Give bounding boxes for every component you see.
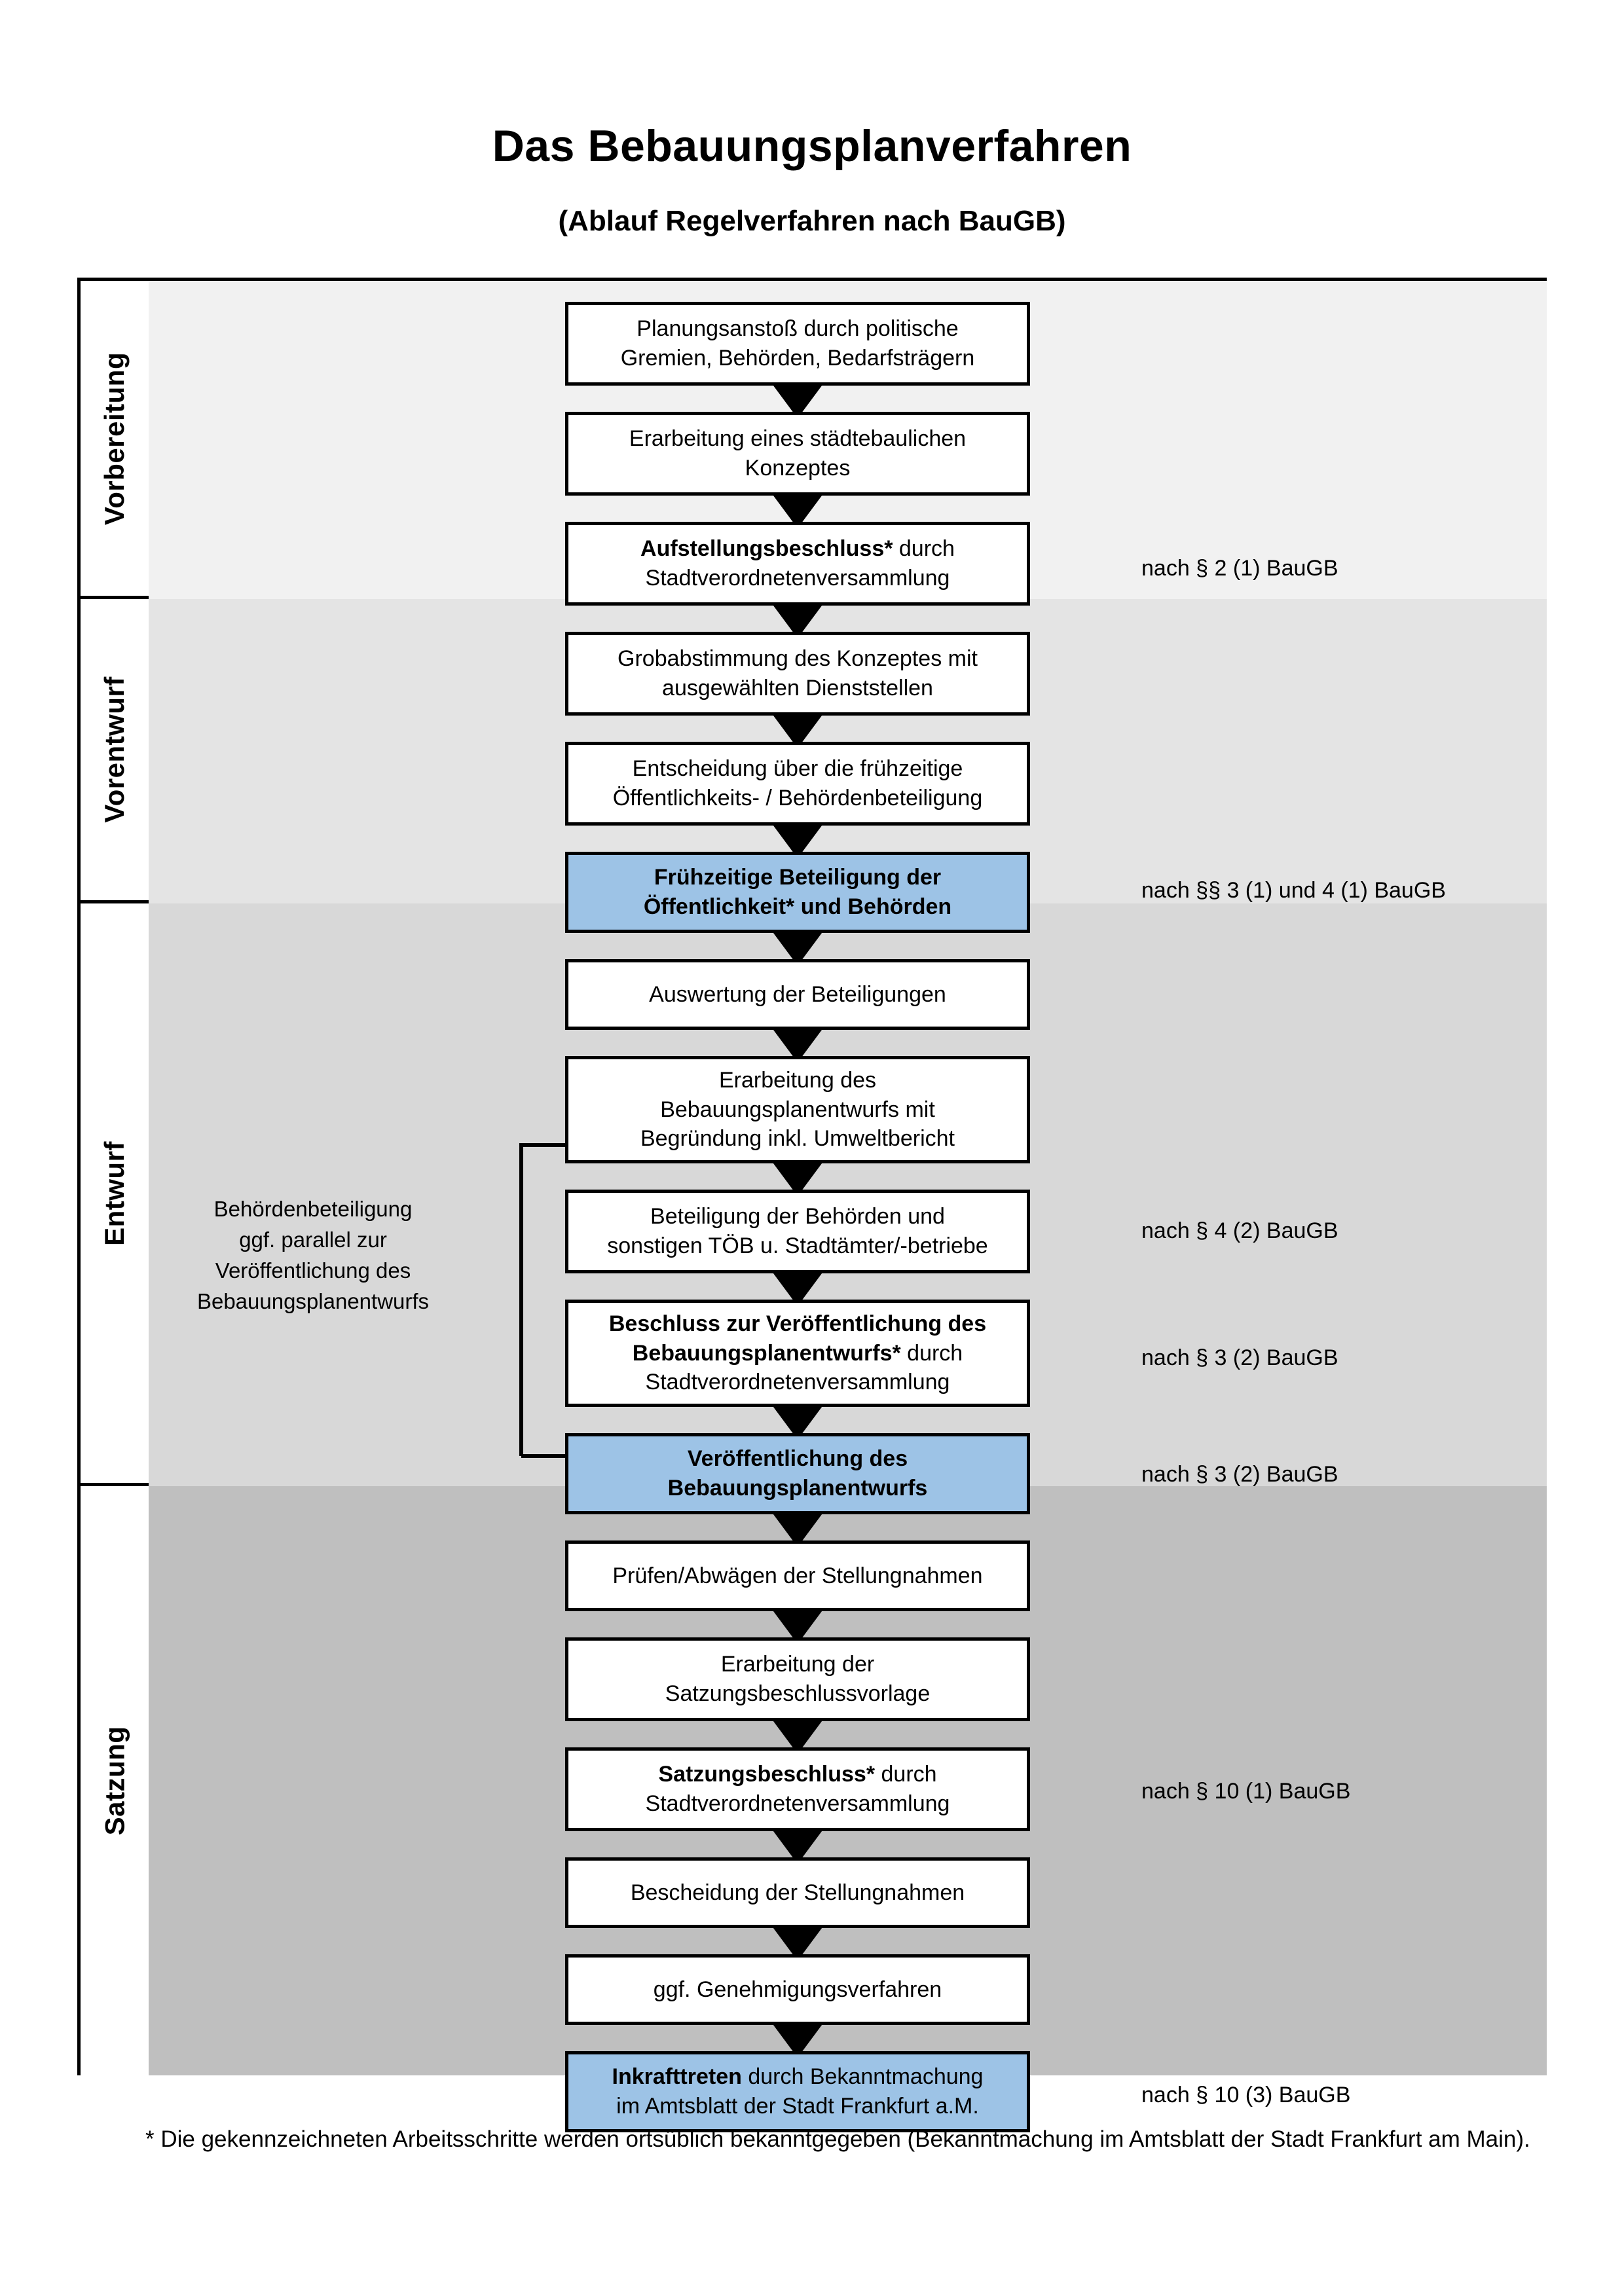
process-box-entscheidung-fruehzeitige[interactable]: Entscheidung über die frühzeitige Öffent… <box>565 742 1030 826</box>
step-11-line-1: Veröffentlichung des <box>687 1446 908 1472</box>
side-note-line-4: Bebauungsplanentwurfs <box>196 1288 430 1313</box>
side-note-line-3: Veröffentlichung des <box>215 1258 411 1283</box>
step-15-line-1: Bescheidung der Stellungnahmen <box>630 1880 965 1905</box>
step-4-line-1: Grobabstimmung des Konzeptes mit <box>618 646 978 672</box>
step-1-line-1: Planungsanstoß durch politische <box>637 316 959 342</box>
process-box-grobabstimmung[interactable]: Grobabstimmung des Konzeptes mit ausgewä… <box>565 632 1030 716</box>
header: Das Bebauungsplanverfahren (Ablauf Regel… <box>0 122 1624 238</box>
step-14-line-1-rest: durch <box>875 1762 937 1787</box>
phase-cell-satzung: Satzung <box>81 1486 149 2075</box>
step-5-line-1: Entscheidung über die frühzeitige <box>632 756 963 782</box>
step-17-line-1-rest: durch Bekanntmachung <box>741 2064 984 2090</box>
phase-label-column: Vorbereitung Vorentwurf Entwurf Satzung <box>81 281 149 2075</box>
step-1-line-2: Gremien, Behörden, Bedarfsträgern <box>620 346 975 371</box>
step-11-line-2: Bebauungsplanentwurfs <box>667 1476 928 1501</box>
legal-ref-3: nach § 4 (2) BauGB <box>1141 1218 1338 1243</box>
step-6-line-2: Öffentlichkeit* und Behörden <box>643 894 952 919</box>
process-box-beteiligung-behoerden-toeb[interactable]: Beteiligung der Behörden und sonstigen T… <box>565 1190 1030 1273</box>
step-17-bold: Inkrafttreten <box>612 2064 742 2090</box>
process-box-genehmigungsverfahren[interactable]: ggf. Genehmigungsverfahren <box>565 1954 1030 2025</box>
side-note-behoerdenbeteiligung: Behördenbeteiligung ggf. parallel zur Ve… <box>172 1194 454 1317</box>
step-5-line-2: Öffentlichkeits- / Behördenbeteiligung <box>612 786 983 811</box>
process-box-aufstellungsbeschluss[interactable]: Aufstellungsbeschluss* durch Stadtverord… <box>565 522 1030 606</box>
phase-label-satzung: Satzung <box>99 1726 130 1836</box>
process-box-staedtebauliches-konzept[interactable]: Erarbeitung eines städtebaulichen Konzep… <box>565 412 1030 496</box>
legal-ref-1: nach § 2 (1) BauGB <box>1141 556 1338 581</box>
step-8-line-2: Bebauungsplanentwurfs mit <box>660 1097 935 1122</box>
step-9-line-1: Beteiligung der Behörden und <box>650 1204 945 1230</box>
legal-ref-7: nach § 10 (3) BauGB <box>1141 2083 1351 2107</box>
side-note-line-1: Behördenbeteiligung <box>213 1197 413 1221</box>
step-10-line-2-rest: durch <box>900 1340 963 1366</box>
side-note-line-2: ggf. parallel zur <box>239 1227 387 1252</box>
process-box-inkrafttreten[interactable]: Inkrafttreten durch Bekanntmachung im Am… <box>565 2051 1030 2132</box>
step-8-line-1: Erarbeitung des <box>718 1067 877 1093</box>
flowchart-frame: Vorbereitung Vorentwurf Entwurf Satzung … <box>77 278 1547 2132</box>
page-subtitle: (Ablauf Regelverfahren nach BauGB) <box>558 204 1066 237</box>
legal-ref-2: nach §§ 3 (1) und 4 (1) BauGB <box>1141 878 1446 903</box>
phase-label-entwurf: Entwurf <box>99 1140 130 1246</box>
step-3-bold: Aufstellungsbeschluss* <box>640 536 893 562</box>
process-box-satzungsbeschluss[interactable]: Satzungsbeschluss* durch Stadtverordnete… <box>565 1747 1030 1831</box>
process-box-veroeffentlichung-entwurf[interactable]: Veröffentlichung des Bebauungsplanentwur… <box>565 1433 1030 1514</box>
step-17-line-2: im Amtsblatt der Stadt Frankfurt a.M. <box>616 2094 979 2119</box>
phase-cell-vorbereitung: Vorbereitung <box>81 281 149 599</box>
step-4-line-2: ausgewählten Dienststellen <box>662 676 933 701</box>
process-box-beschluss-veroeffentlichung[interactable]: Beschluss zur Veröffentlichung des Bebau… <box>565 1300 1030 1407</box>
step-14-bold: Satzungsbeschluss* <box>658 1762 876 1787</box>
legal-ref-6: nach § 10 (1) BauGB <box>1141 1779 1351 1804</box>
step-8-line-3: Begründung inkl. Umweltbericht <box>640 1126 955 1152</box>
step-16-line-1: ggf. Genehmigungsverfahren <box>653 1977 942 2002</box>
phase-cell-entwurf: Entwurf <box>81 903 149 1486</box>
phase-label-vorentwurf: Vorentwurf <box>99 676 130 823</box>
step-12-line-1: Prüfen/Abwägen der Stellungnahmen <box>612 1563 983 1588</box>
step-10-line-2-bold: Bebauungsplanentwurfs* <box>632 1340 901 1366</box>
process-box-bescheidung-stellungnahmen[interactable]: Bescheidung der Stellungnahmen <box>565 1857 1030 1928</box>
step-2-line-1: Erarbeitung eines städtebaulichen <box>629 426 967 452</box>
phase-cell-vorentwurf: Vorentwurf <box>81 599 149 903</box>
step-10-line-1: Beschluss zur Veröffentlichung des <box>608 1311 987 1336</box>
process-box-planungsanstoss[interactable]: Planungsanstoß durch politische Gremien,… <box>565 302 1030 386</box>
page-title: Das Bebauungsplanverfahren <box>492 121 1132 171</box>
step-14-line-2: Stadtverordnetenversammlung <box>645 1791 950 1816</box>
legal-ref-5: nach § 3 (2) BauGB <box>1141 1462 1338 1487</box>
phase-label-vorbereitung: Vorbereitung <box>99 352 130 525</box>
process-box-erarbeitung-bebauungsplanentwurf[interactable]: Erarbeitung des Bebauungsplanentwurfs mi… <box>565 1056 1030 1163</box>
step-13-line-2: Satzungsbeschlussvorlage <box>665 1681 931 1706</box>
legal-ref-4: nach § 3 (2) BauGB <box>1141 1345 1338 1370</box>
step-6-line-1: Frühzeitige Beteiligung der <box>654 865 942 890</box>
step-7-line-1: Auswertung der Beteiligungen <box>649 981 946 1007</box>
process-box-fruehzeitige-beteiligung[interactable]: Frühzeitige Beteiligung der Öffentlichke… <box>565 852 1030 933</box>
step-9-line-2: sonstigen TÖB u. Stadtämter/-betriebe <box>607 1233 988 1258</box>
step-3-line-2: Stadtverordnetenversammlung <box>645 566 950 591</box>
step-10-line-3: Stadtverordnetenversammlung <box>645 1370 950 1395</box>
process-box-auswertung-beteiligungen[interactable]: Auswertung der Beteiligungen <box>565 959 1030 1030</box>
step-2-line-2: Konzeptes <box>745 456 851 481</box>
process-box-pruefen-abwaegen[interactable]: Prüfen/Abwägen der Stellungnahmen <box>565 1540 1030 1611</box>
step-13-line-1: Erarbeitung der <box>720 1652 875 1677</box>
process-box-erarbeitung-satzungsbeschlussvorlage[interactable]: Erarbeitung der Satzungsbeschlussvorlage <box>565 1637 1030 1721</box>
step-3-line-1-rest: durch <box>893 536 955 562</box>
